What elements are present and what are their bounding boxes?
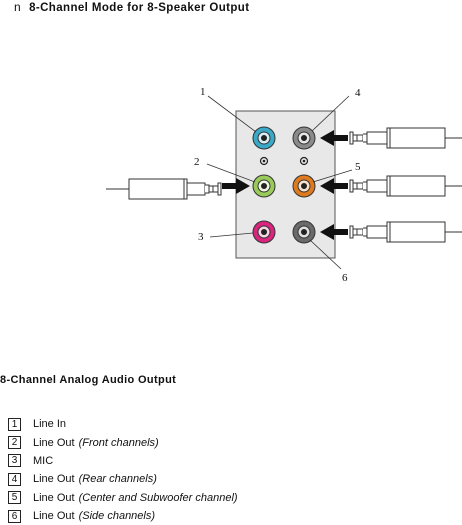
legend-number: 2 — [8, 436, 21, 450]
speaker-symbol-icon — [299, 156, 309, 166]
legend-label: Line Out — [33, 473, 75, 486]
legend-number: 5 — [8, 491, 21, 505]
legend-item-6: 6 Line Out (Side channels) — [8, 507, 238, 525]
legend-label: Line Out — [33, 491, 75, 504]
legend-description: (Side channels) — [78, 510, 156, 523]
legend-description: (Center and Subwoofer channel) — [78, 491, 238, 504]
callout-1: 1 — [200, 86, 206, 98]
plug-front — [105, 178, 222, 200]
mic-symbol-icon — [259, 156, 269, 166]
legend-item-4: 4 Line Out (Rear channels) — [8, 470, 238, 488]
legend-item-5: 5 Line Out (Center and Subwoofer channel… — [8, 489, 238, 507]
legend-number: 1 — [8, 417, 21, 431]
subheading: 8-Channel Analog Audio Output — [0, 374, 177, 386]
arrow-into-rear — [320, 130, 348, 146]
jack-front — [252, 174, 276, 198]
callout-5: 5 — [355, 161, 361, 173]
arrow-into-side — [320, 224, 348, 240]
legend-number: 6 — [8, 509, 21, 523]
legend-label: Line Out — [33, 436, 75, 449]
legend-item-3: 3 MIC — [8, 452, 238, 470]
arrow-into-center-sub — [320, 178, 348, 194]
jack-legend: 1 Line In 2 Line Out (Front channels) 3 … — [8, 415, 238, 525]
legend-item-2: 2 Line Out (Front channels) — [8, 433, 238, 451]
jack-rear — [292, 126, 316, 150]
legend-label: Line In — [33, 418, 67, 431]
section-heading: n 8-Channel Mode for 8-Speaker Output — [14, 0, 249, 14]
legend-item-1: 1 Line In — [8, 415, 238, 433]
legend-label: MIC — [33, 454, 54, 467]
jack-side — [292, 220, 316, 244]
legend-number: 4 — [8, 472, 21, 486]
bullet-marker: n — [14, 0, 22, 14]
arrow-into-front — [222, 178, 250, 194]
callout-3: 3 — [198, 231, 204, 243]
audio-jack-diagram: 1 2 3 4 5 6 — [105, 86, 462, 284]
heading-text: 8-Channel Mode for 8-Speaker Output — [29, 2, 250, 14]
plug-center-sub — [349, 175, 462, 197]
legend-description: (Rear channels) — [78, 473, 157, 486]
plug-rear — [349, 127, 462, 149]
jack-line-in — [252, 126, 276, 150]
legend-description: (Front channels) — [78, 436, 159, 449]
plug-side — [349, 221, 462, 243]
legend-label: Line Out — [33, 510, 75, 523]
legend-number: 3 — [8, 454, 21, 468]
io-panel — [235, 110, 336, 259]
callout-2: 2 — [194, 156, 200, 168]
callout-4: 4 — [355, 87, 361, 99]
callout-6: 6 — [342, 272, 348, 284]
jack-center-sub — [292, 174, 316, 198]
jack-mic — [252, 220, 276, 244]
